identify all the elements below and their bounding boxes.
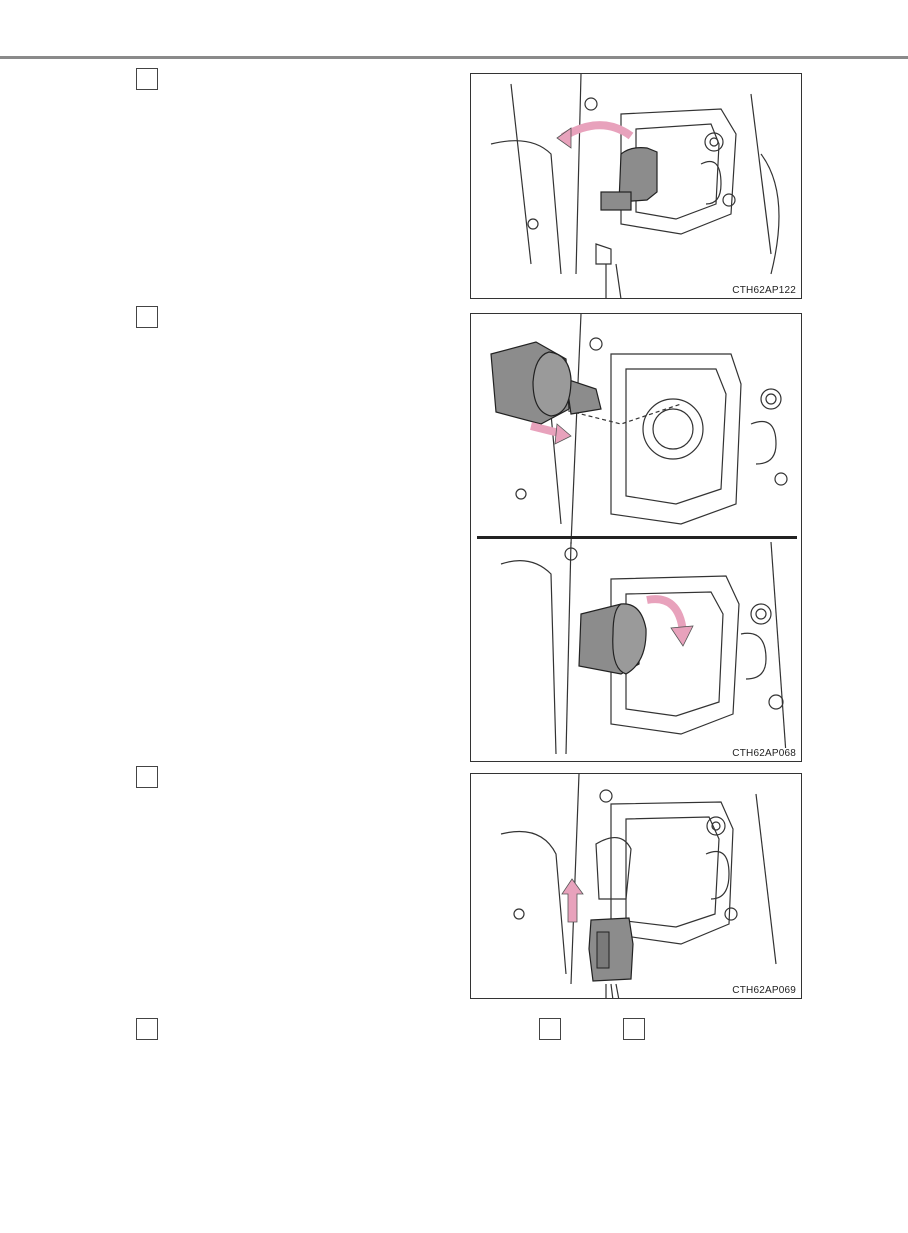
figure-code: CTH62AP069 (731, 985, 797, 996)
inline-box-a (539, 1018, 561, 1040)
inline-box-b (623, 1018, 645, 1040)
figure-connect-connector: CTH62AP069 (470, 773, 802, 999)
step-box-3 (136, 766, 158, 788)
step-box-2 (136, 306, 158, 328)
headlight-illustration-1 (490, 74, 780, 298)
figure-code: CTH62AP068 (731, 748, 797, 759)
headlight-illustration-2 (477, 314, 797, 755)
figure-code: CTH62AP122 (731, 285, 797, 296)
step-box-1 (136, 68, 158, 90)
header-rule (0, 56, 908, 59)
step-box-4 (136, 1018, 158, 1040)
figure-install-bulb: CTH62AP068 (470, 313, 802, 762)
headlight-illustration-3 (500, 774, 777, 998)
figure-remove-bulb: CTH62AP122 (470, 73, 802, 299)
